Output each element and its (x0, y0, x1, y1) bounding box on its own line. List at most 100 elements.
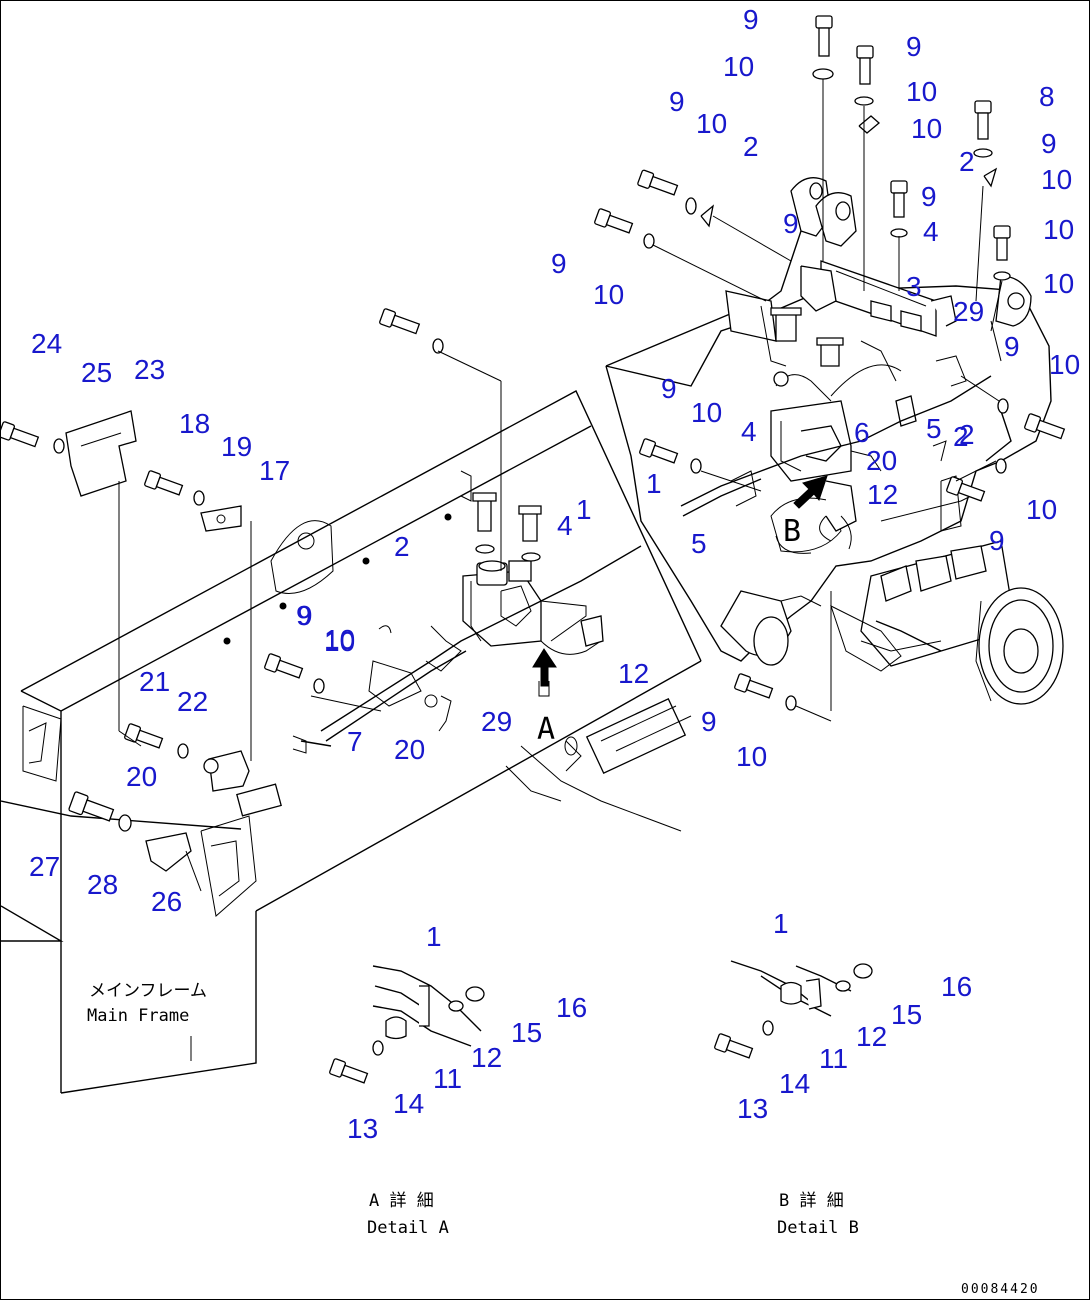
washer-icon (995, 458, 1007, 474)
callout-number: 12 (867, 479, 898, 510)
bolt-icon (639, 438, 679, 464)
view-a-letter: A (537, 712, 555, 747)
bolt-icon (1024, 413, 1066, 440)
bolt-icon (594, 208, 634, 234)
leader-lines (118, 79, 1003, 1061)
bolt-icon (890, 180, 908, 218)
callout-number: 8 (1039, 81, 1055, 112)
callout-number: 15 (511, 1017, 542, 1048)
bolt-icon (734, 673, 774, 699)
callout-number: 17 (259, 455, 290, 486)
washer-icon (643, 233, 655, 249)
callout-number: 15 (891, 999, 922, 1030)
clip-icon (700, 204, 714, 228)
bolt-icon (637, 169, 679, 196)
callout-number: 10 (1043, 214, 1074, 245)
bracket-icon (65, 410, 137, 497)
callout-number: 12 (471, 1042, 502, 1073)
bolt-icon (856, 45, 874, 85)
washer-icon (177, 743, 189, 759)
main-frame-label-en: Main Frame (87, 1006, 189, 1026)
callout-number: 9 (297, 600, 313, 631)
detail-b-title-jp: B 詳 細 (779, 1191, 844, 1211)
main-frame-label-jp: メインフレーム (89, 981, 207, 1001)
callout-number: 2 (394, 531, 410, 562)
fasteners (1, 15, 1066, 872)
bolt-icon (144, 470, 184, 496)
callout-number: 6 (854, 417, 870, 448)
detail-b-drawing: B 詳 細 Detail B (714, 960, 873, 1238)
bolt-icon (946, 476, 986, 502)
callout-number: 1 (576, 494, 592, 525)
washer-icon (193, 490, 205, 506)
callout-number: 10 (324, 626, 355, 657)
callout-number: 9 (551, 248, 567, 279)
callout-number: 5 (691, 528, 707, 559)
bolt-icon (993, 225, 1011, 261)
detail-a-title-jp: A 詳 細 (369, 1191, 434, 1211)
callout-number: 12 (856, 1021, 887, 1052)
callout-number: 16 (941, 971, 972, 1002)
detail-a-drawing: A 詳 細 Detail A (329, 965, 485, 1238)
callout-number: 10 (1026, 494, 1057, 525)
view-markers: A B (532, 475, 852, 756)
callout-number: 9 (669, 86, 685, 117)
washer-icon (313, 678, 325, 694)
callout-number: 4 (741, 416, 757, 447)
callout-number: 25 (81, 357, 112, 388)
callout-number: 1 (426, 921, 442, 952)
callout-number: 26 (151, 886, 182, 917)
block-icon (145, 832, 192, 872)
callout-number: 20 (866, 445, 897, 476)
document-id: 00084420 (961, 1282, 1040, 1297)
bolt-icon (379, 308, 421, 335)
callout-number: 1 (773, 908, 789, 939)
callout-number: 9 (906, 31, 922, 62)
callout-number: 5 (926, 413, 942, 444)
callout-number: 4 (923, 216, 939, 247)
callout-number: 10 (696, 108, 727, 139)
washer-icon (53, 438, 65, 454)
view-b-letter: B (783, 514, 801, 549)
callout-number: 16 (556, 992, 587, 1023)
callout-number: 19 (221, 431, 252, 462)
callout-number: 14 (779, 1068, 810, 1099)
callout-number: 21 (139, 666, 170, 697)
callout-number: 9 (783, 208, 799, 239)
callout-number: 29 (481, 706, 512, 737)
callout-number: 18 (179, 408, 210, 439)
callout-number: 10 (691, 397, 722, 428)
callout-number: 27 (29, 851, 60, 882)
washer-icon (854, 96, 874, 106)
callout-number: 9 (661, 373, 677, 404)
callout-number: 9 (989, 525, 1005, 556)
washer-icon (993, 271, 1011, 281)
callout-number: 9 (921, 181, 937, 212)
washer-icon (785, 695, 797, 711)
clip-icon (858, 115, 881, 134)
callout-number: 2 (953, 421, 969, 452)
clip-icon (983, 167, 998, 188)
callout-number: 13 (737, 1093, 768, 1124)
washer-icon (997, 398, 1009, 414)
callout-number: 9 (1004, 331, 1020, 362)
callout-number: 10 (906, 76, 937, 107)
callout-number: 10 (736, 741, 767, 772)
washer-icon (890, 228, 908, 238)
valve-block-a (203, 470, 642, 817)
callout-number: 9 (743, 4, 759, 35)
callout-number: 7 (347, 726, 363, 757)
callout-number: 2 (743, 131, 759, 162)
callout-number: 3 (906, 271, 922, 302)
callout-number: 9 (1041, 128, 1057, 159)
main-frame-drawing (1, 390, 702, 1094)
callout-number: 13 (347, 1113, 378, 1144)
callout-number: 10 (723, 51, 754, 82)
callout-number: 11 (819, 1043, 848, 1074)
washer-icon (432, 338, 444, 354)
washer-icon (690, 458, 702, 474)
bolt-icon (124, 723, 164, 749)
bolt-icon (974, 100, 992, 140)
